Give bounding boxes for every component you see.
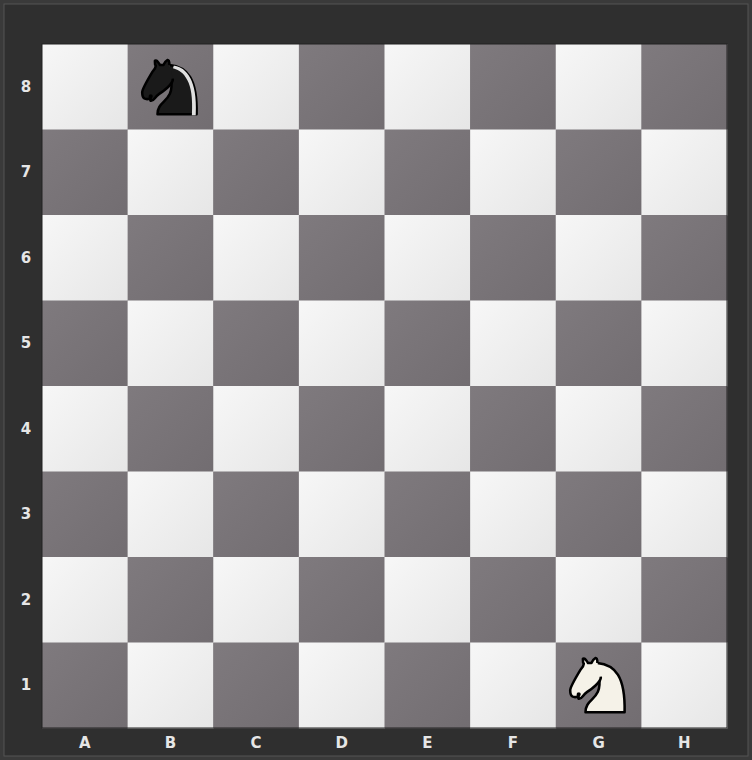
board-square <box>556 301 642 387</box>
white-knight <box>570 658 624 712</box>
board-square <box>641 386 727 472</box>
rank-number: 3 <box>14 505 38 523</box>
board-square <box>641 472 727 558</box>
board-square <box>42 557 128 643</box>
board-square <box>213 386 299 472</box>
board-square <box>299 472 385 558</box>
board-square <box>128 557 214 643</box>
file-letter: G <box>584 734 614 752</box>
board-square <box>385 643 471 729</box>
board-square <box>213 130 299 216</box>
board-square <box>42 130 128 216</box>
board-square <box>42 386 128 472</box>
file-letter: E <box>412 734 442 752</box>
rank-number: 4 <box>14 420 38 438</box>
rank-number: 8 <box>14 78 38 96</box>
rank-number: 7 <box>14 163 38 181</box>
board-square <box>299 44 385 130</box>
board-square <box>42 643 128 729</box>
rank-number: 2 <box>14 591 38 609</box>
board-square <box>641 215 727 301</box>
board-square <box>470 301 556 387</box>
board-square <box>299 386 385 472</box>
board-square <box>385 557 471 643</box>
board-square <box>385 472 471 558</box>
board-square <box>470 557 556 643</box>
file-letter: A <box>70 734 100 752</box>
rank-number: 5 <box>14 334 38 352</box>
board-square <box>128 643 214 729</box>
board-square <box>556 643 642 729</box>
board-square <box>128 472 214 558</box>
board-square <box>556 472 642 558</box>
board-square <box>470 130 556 216</box>
board-square <box>213 472 299 558</box>
board-square <box>556 386 642 472</box>
board-square <box>213 44 299 130</box>
board-square <box>128 44 214 130</box>
board-square <box>641 557 727 643</box>
board-square <box>213 557 299 643</box>
board-square <box>128 215 214 301</box>
board-square <box>42 472 128 558</box>
board-square <box>641 643 727 729</box>
board-square <box>385 386 471 472</box>
board-square <box>128 301 214 387</box>
board-square <box>556 44 642 130</box>
file-letter: H <box>669 734 699 752</box>
board-square <box>299 215 385 301</box>
board-square <box>213 301 299 387</box>
board-square <box>470 643 556 729</box>
board-square <box>385 130 471 216</box>
board-square <box>213 643 299 729</box>
board-square <box>641 301 727 387</box>
board-square <box>128 386 214 472</box>
board-square <box>299 643 385 729</box>
board-square <box>470 215 556 301</box>
board-square <box>299 130 385 216</box>
rank-number: 6 <box>14 249 38 267</box>
black-knight <box>142 60 196 115</box>
board-square <box>385 215 471 301</box>
board-square <box>470 44 556 130</box>
board-square <box>641 44 727 130</box>
board-square <box>42 44 128 130</box>
board-square <box>299 301 385 387</box>
file-letter: F <box>498 734 528 752</box>
board-square <box>556 130 642 216</box>
file-letter: C <box>241 734 271 752</box>
board-square <box>556 557 642 643</box>
board-square <box>385 44 471 130</box>
board-square <box>385 301 471 387</box>
file-letter: D <box>327 734 357 752</box>
board-square <box>556 215 642 301</box>
board-square <box>470 386 556 472</box>
file-letter: B <box>155 734 185 752</box>
board-square <box>641 130 727 216</box>
rank-number: 1 <box>14 676 38 694</box>
board-square <box>128 130 214 216</box>
board-square <box>42 215 128 301</box>
board-square <box>470 472 556 558</box>
board-square <box>299 557 385 643</box>
board-square <box>213 215 299 301</box>
board-square <box>42 301 128 387</box>
